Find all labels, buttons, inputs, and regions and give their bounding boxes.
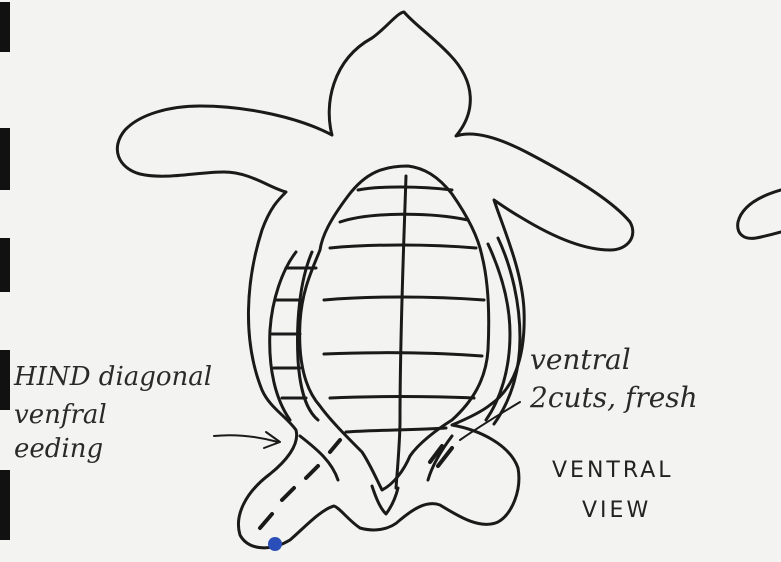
blue-ink-dot bbox=[268, 537, 282, 551]
scute-line bbox=[324, 297, 484, 300]
left-diagonal-cut bbox=[260, 514, 272, 528]
label-ventral-right: ventral bbox=[530, 346, 631, 374]
tail bbox=[372, 486, 398, 514]
scute-line bbox=[346, 428, 446, 432]
scute-line bbox=[324, 353, 482, 356]
left-marginal-band bbox=[270, 252, 296, 420]
scute-line bbox=[330, 397, 474, 399]
label-hind-diagonal: HIND diagonal bbox=[14, 364, 212, 390]
leader-line bbox=[460, 402, 520, 440]
label-ventral-caps: VENTRAL bbox=[552, 460, 674, 482]
left-diagonal-cut bbox=[282, 488, 294, 500]
partial-sketch-outline bbox=[738, 190, 781, 238]
label-ventral-left: venfral bbox=[14, 402, 107, 428]
arrow-shaft bbox=[214, 435, 278, 442]
left-diagonal-cut bbox=[330, 440, 340, 452]
label-bleeding: eeding bbox=[14, 436, 103, 462]
left-diagonal-cut bbox=[306, 466, 318, 478]
plastron-center-seam bbox=[396, 176, 406, 488]
label-view-caps: VIEW bbox=[582, 500, 651, 522]
left-hind-flipper-edge bbox=[300, 436, 338, 480]
label-two-cuts-fresh: 2cuts, fresh bbox=[530, 384, 698, 412]
